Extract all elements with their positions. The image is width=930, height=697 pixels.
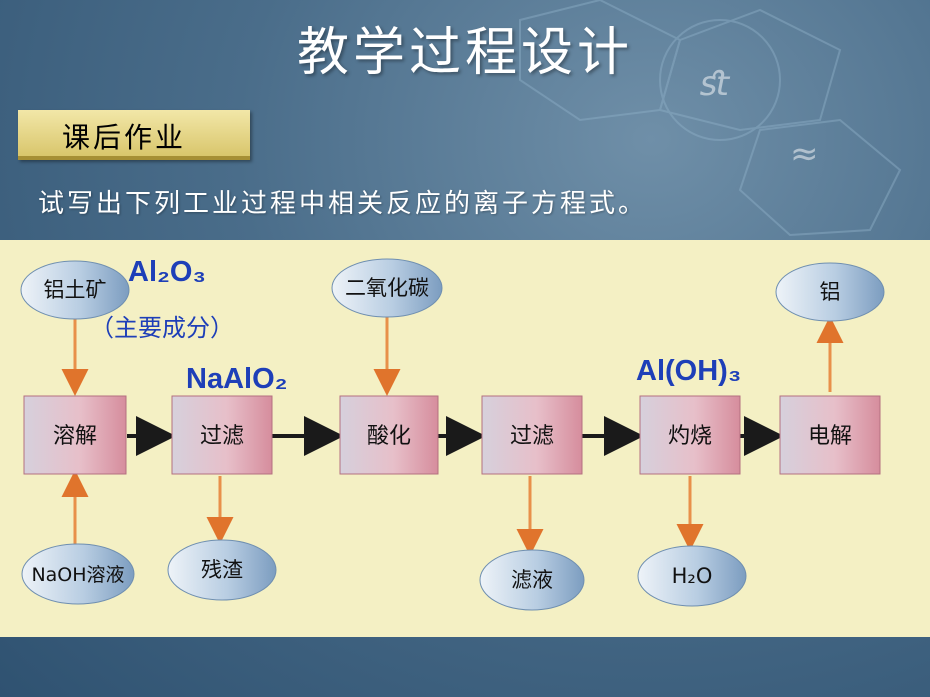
oval-co2: 二氧化碳: [331, 258, 443, 318]
oval-residue: 残渣: [167, 539, 277, 601]
process-flow-diagram: 溶解 过滤 酸化 过滤 灼烧 电解 铝土矿 二氧化碳: [20, 256, 885, 611]
slide-title: 教学过程设计: [296, 23, 633, 83]
oval-co2-label: 二氧化碳: [345, 276, 429, 300]
formula-naalo2: NaAlO₂: [186, 363, 288, 395]
step-filter-1-label: 过滤: [200, 424, 244, 449]
step-acidify: 酸化: [339, 395, 439, 475]
step-calcine: 灼烧: [639, 395, 741, 475]
step-filter-2: 过滤: [481, 395, 583, 475]
oval-residue-label: 残渣: [201, 558, 243, 582]
oval-water-label: H₂O: [672, 564, 713, 588]
oval-naoh: NaOH溶液: [21, 543, 135, 605]
step-calcine-label: 灼烧: [668, 424, 712, 449]
oval-filtrate: 滤液: [479, 549, 585, 611]
note-main-component: （主要成分）: [90, 314, 234, 342]
svg-text:ﬆ: ﬆ: [700, 64, 731, 104]
step-dissolve: 溶解: [23, 395, 127, 475]
svg-text:≈: ≈: [790, 134, 819, 174]
oval-filtrate-label: 滤液: [511, 568, 553, 592]
homework-tag: 课后作业: [18, 110, 250, 160]
formula-aloh3: Al(OH)₃: [636, 355, 741, 387]
formula-al2o3: Al₂O₃: [128, 256, 206, 288]
step-electrolyze: 电解: [779, 395, 881, 475]
oval-aluminum-label: 铝: [820, 280, 841, 304]
oval-aluminum: 铝: [775, 262, 885, 322]
step-electrolyze-label: 电解: [808, 424, 852, 449]
step-filter-1: 过滤: [171, 395, 273, 475]
process-panel: 溶解 过滤 酸化 过滤 灼烧 电解 铝土矿 二氧化碳: [0, 240, 930, 637]
step-filter-2-label: 过滤: [510, 424, 554, 449]
background-decoration: ﬆ ≈: [519, 0, 902, 237]
instruction-text: 试写出下列工业过程中相关反应的离子方程式。: [38, 189, 648, 219]
oval-bauxite-label: 铝土矿: [44, 278, 107, 302]
oval-naoh-label: NaOH溶液: [31, 564, 124, 586]
step-dissolve-label: 溶解: [53, 424, 97, 449]
step-acidify-label: 酸化: [367, 424, 411, 449]
homework-tag-label: 课后作业: [62, 121, 187, 154]
oval-bauxite: 铝土矿: [20, 260, 130, 320]
oval-water: H₂O: [637, 545, 747, 607]
